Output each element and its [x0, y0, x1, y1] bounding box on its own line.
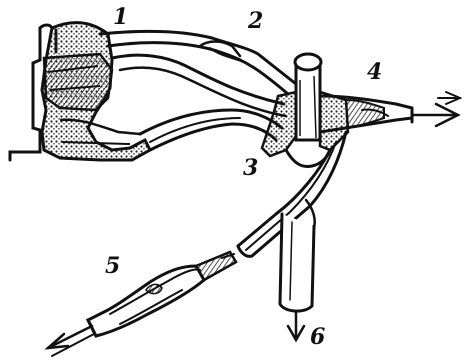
- label-1: 1: [113, 6, 128, 28]
- vertical-tube: [295, 54, 321, 140]
- label-4: 4: [367, 61, 382, 83]
- label-6: 6: [310, 326, 325, 348]
- lower-duct: [140, 110, 282, 150]
- part-5-capsule: [48, 252, 236, 356]
- label-5: 5: [105, 255, 120, 277]
- upper-duct: [100, 31, 296, 116]
- outlet-6: [280, 200, 315, 340]
- label-3: 3: [243, 157, 258, 179]
- label-2: 2: [248, 10, 263, 32]
